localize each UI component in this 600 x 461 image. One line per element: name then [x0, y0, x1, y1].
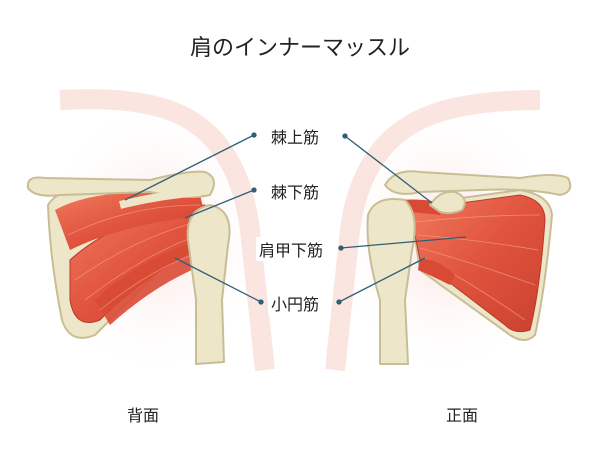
diagram-title: 肩のインナーマッスル: [189, 36, 410, 61]
label-supraspinatus: 棘上筋: [268, 124, 323, 148]
humerus-back: [186, 204, 231, 365]
coracoid-process: [429, 190, 466, 215]
label-teres-minor: 小円筋: [268, 291, 323, 315]
label-back-view: 背面: [124, 402, 163, 426]
leader-lines: [124, 132, 467, 305]
label-front-view: 正面: [443, 402, 482, 426]
label-infraspinatus: 棘下筋: [268, 179, 323, 203]
label-subscapularis: 肩甲下筋: [256, 237, 327, 261]
front-view-shoulder: [366, 170, 572, 365]
back-view-shoulder: [26, 170, 231, 365]
teres-minor-muscle-front: [418, 258, 455, 285]
subscapularis-muscle: [409, 194, 546, 333]
